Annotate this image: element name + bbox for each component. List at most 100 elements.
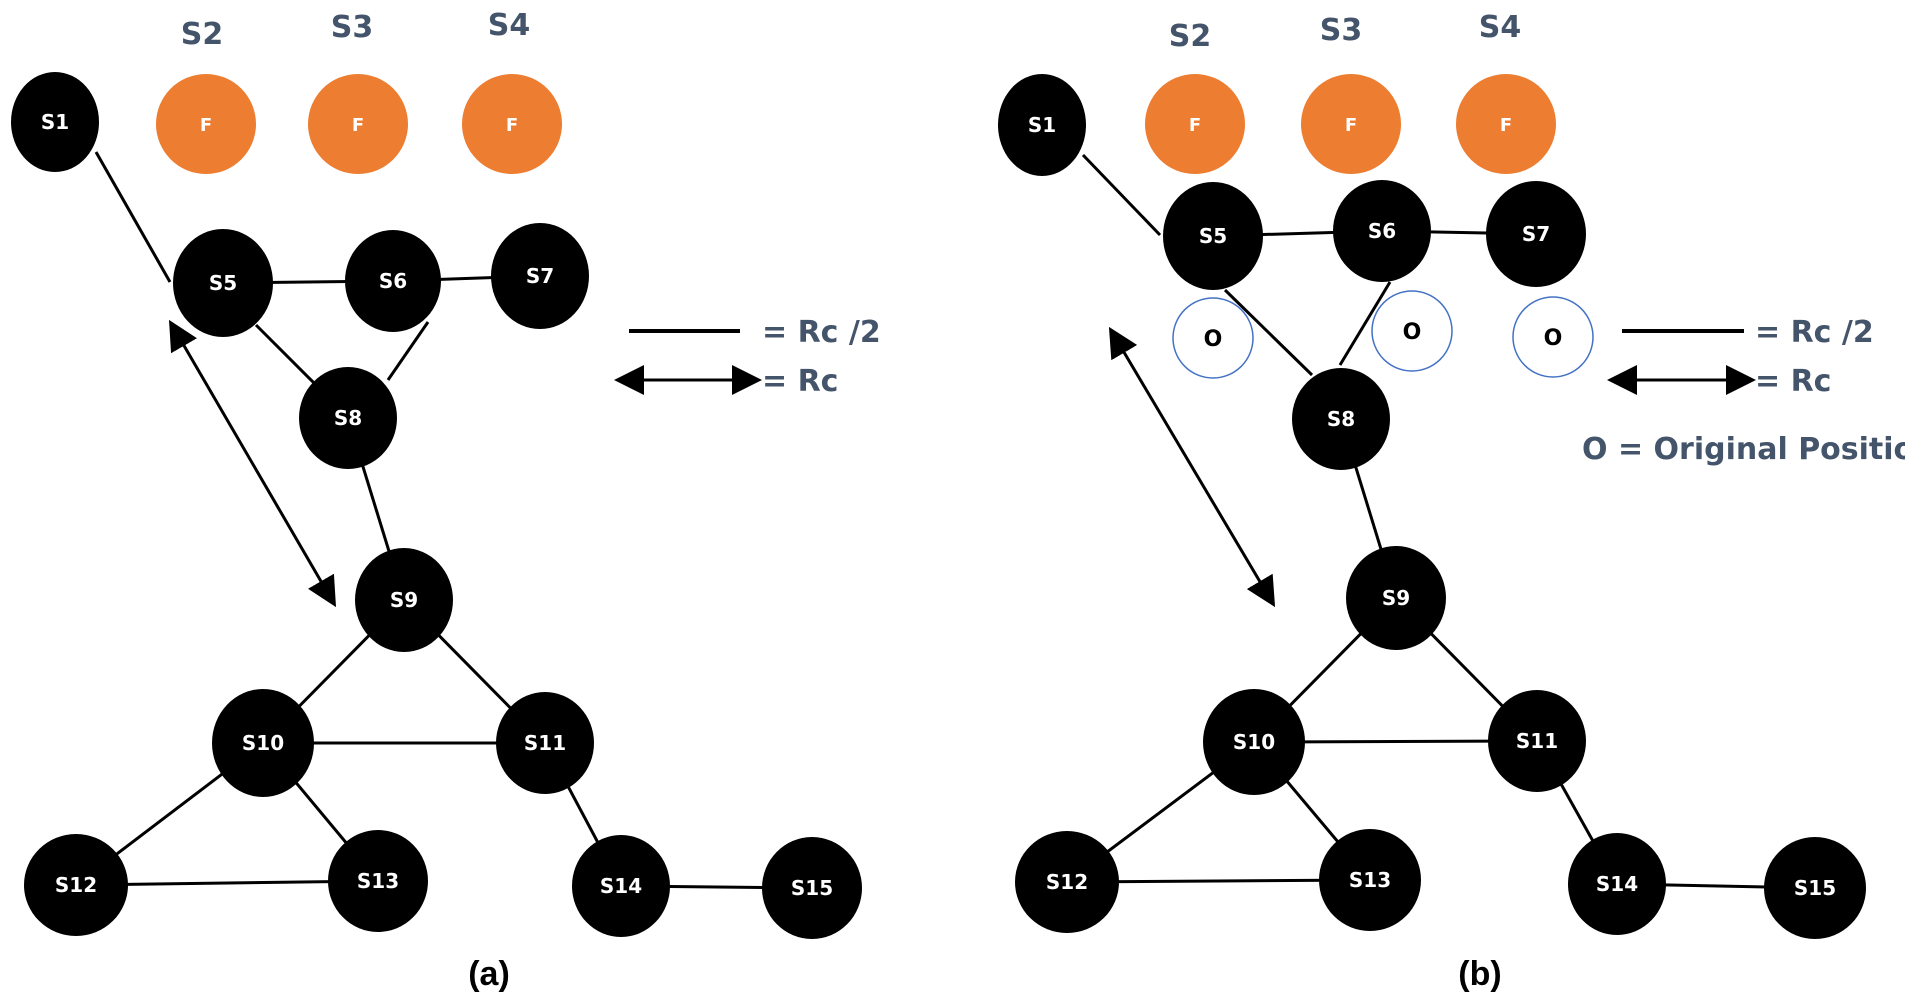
failed-node-label: S2 (1169, 19, 1211, 54)
edge-s6-s8 (386, 321, 430, 381)
node-label: S14 (600, 874, 642, 898)
node-s8: S8 (299, 367, 397, 469)
failed-node-s3: F (1301, 74, 1401, 174)
original-position-label: O (1204, 327, 1223, 352)
node-s12: S12 (1015, 831, 1119, 933)
failed-node-s2: F (1145, 74, 1245, 174)
node-label: S6 (1368, 219, 1396, 243)
node-s7: S7 (1486, 181, 1586, 287)
failed-node-marker: F (1500, 115, 1512, 136)
node-circle (1319, 829, 1421, 931)
node-s10: S10 (212, 689, 314, 797)
node-circle (1488, 690, 1586, 792)
failed-node-label: S2 (181, 17, 223, 52)
legend-b: = Rc /2 = Rc (1607, 315, 1874, 399)
node-circle (299, 367, 397, 469)
panel-caption-a: (a) (468, 955, 510, 993)
node-s7: S7 (491, 223, 589, 329)
node-circle (1486, 181, 1586, 287)
failed-node-s4: F (462, 74, 562, 174)
legend-full-range-text: = Rc (762, 364, 838, 399)
node-label: S9 (1382, 586, 1410, 610)
node-circle (762, 837, 862, 939)
edge-s1-s5 (1081, 153, 1162, 237)
node-s5: S5 (1163, 182, 1263, 290)
node-s8: S8 (1292, 368, 1390, 470)
original-position-label: O (1403, 320, 1422, 345)
node-s1: S1 (998, 74, 1086, 176)
node-circle (1568, 833, 1666, 935)
legend-a: = Rc /2 = Rc (614, 315, 881, 399)
node-label: S11 (1516, 729, 1558, 753)
node-label: S13 (1349, 868, 1391, 892)
legend-half-range-text: = Rc /2 (1755, 315, 1874, 350)
failed-node-circle (308, 74, 408, 174)
node-circle (1203, 689, 1305, 795)
node-circle (355, 548, 453, 652)
failed-node-marker: F (352, 115, 364, 136)
node-label: S15 (791, 876, 833, 900)
node-circle (24, 834, 128, 936)
node-label: S10 (242, 731, 284, 755)
failed-node-label: S4 (1479, 10, 1521, 45)
failed-node-circle (462, 74, 562, 174)
edge-s1-s5 (94, 151, 172, 283)
node-circle (1333, 180, 1431, 282)
node-label: S1 (41, 110, 69, 134)
node-circle (496, 692, 594, 794)
original-position-label: O (1544, 326, 1563, 351)
node-s9: S9 (355, 548, 453, 652)
node-s6: S6 (1333, 180, 1431, 282)
node-label: S9 (390, 588, 418, 612)
node-s13: S13 (328, 830, 428, 932)
node-circle (1764, 837, 1866, 939)
failed-node-marker: F (1345, 115, 1357, 136)
range-arrow (1108, 326, 1276, 608)
node-s6: S6 (345, 230, 441, 332)
node-label: S5 (1199, 224, 1227, 248)
range-arrow (168, 319, 337, 608)
node-label: S15 (1794, 876, 1836, 900)
node-circle (1292, 368, 1390, 470)
failed-node-s2: F (156, 74, 256, 174)
node-circle (1015, 831, 1119, 933)
original-position-circle (1512, 296, 1594, 378)
node-label: S13 (357, 869, 399, 893)
failed-node-circle (1145, 74, 1245, 174)
legend-original-position-text: O = Original Position (1582, 432, 1905, 467)
edge-s6-s8 (1338, 281, 1392, 366)
legend-half-range-text: = Rc /2 (762, 315, 881, 350)
node-s11: S11 (1488, 690, 1586, 792)
node-label: S12 (1046, 870, 1088, 894)
node-s14: S14 (572, 835, 670, 937)
node-s13: S13 (1319, 829, 1421, 931)
failed-node-s4: F (1456, 74, 1556, 174)
node-circle (1163, 182, 1263, 290)
node-circle (1346, 546, 1446, 650)
failed-node-label: S3 (1320, 13, 1362, 48)
node-label: S7 (526, 264, 554, 288)
failed-node-circle (1456, 74, 1556, 174)
edge-s5-s8 (254, 323, 318, 387)
node-s10: S10 (1203, 689, 1305, 795)
node-s5: S5 (173, 229, 273, 337)
node-circle (11, 72, 99, 172)
failed-node-marker: F (1189, 115, 1201, 136)
node-s9: S9 (1346, 546, 1446, 650)
node-circle (491, 223, 589, 329)
node-s15: S15 (1764, 837, 1866, 939)
node-circle (173, 229, 273, 337)
legend-full-range-text: = Rc (1755, 364, 1831, 399)
node-label: S10 (1233, 730, 1275, 754)
node-s15: S15 (762, 837, 862, 939)
failed-node-label: S3 (331, 10, 373, 45)
node-label: S7 (1522, 222, 1550, 246)
original-position-1: O (1172, 297, 1254, 379)
node-label: S11 (524, 731, 566, 755)
node-label: S8 (1327, 407, 1355, 431)
node-circle (998, 74, 1086, 176)
failed-node-marker: F (506, 115, 518, 136)
